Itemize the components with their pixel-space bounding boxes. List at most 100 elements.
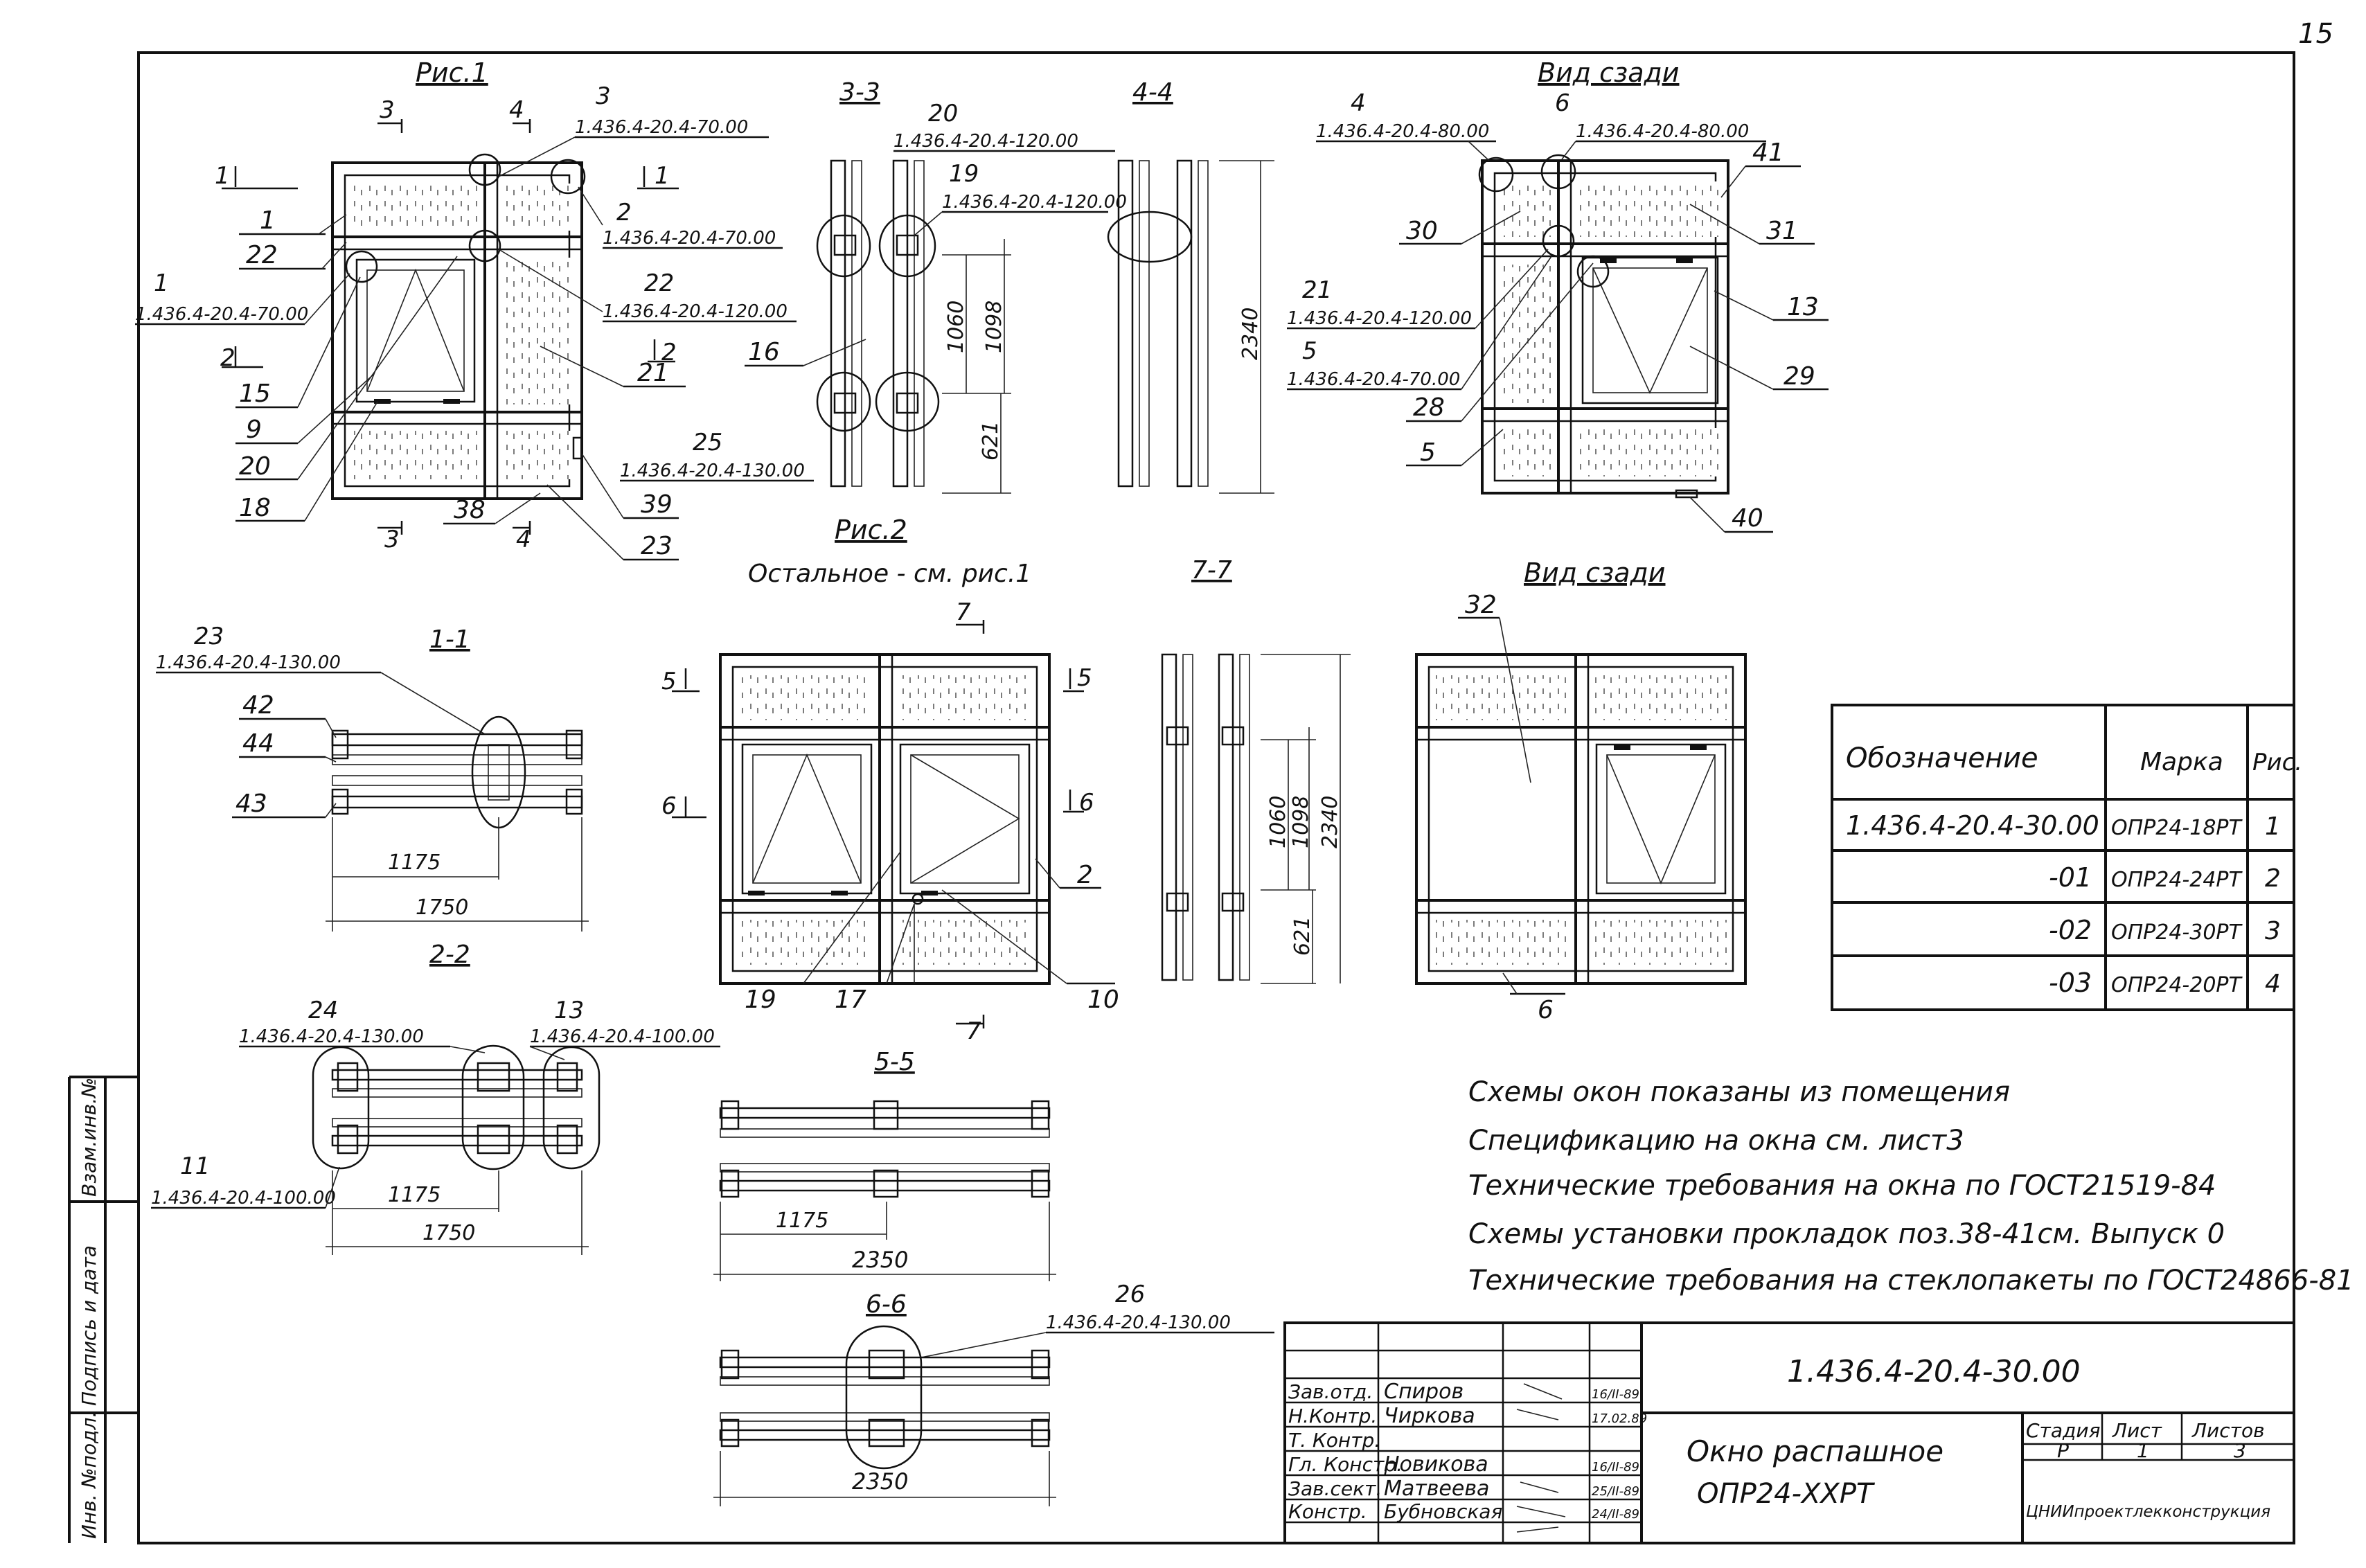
callout-1-code: 1.436.4-20.4-70.00: [135, 304, 308, 325]
table-row-4-code: -03: [2049, 968, 2092, 998]
callout-24-num: 24: [308, 997, 338, 1024]
figure-1: Рис.1: [331, 57, 586, 500]
pos-10: 10: [1087, 986, 1119, 1014]
callout-11-num: 11: [180, 1152, 210, 1180]
callout-13-code: 1.436.4-20.4-100.00: [530, 1026, 715, 1047]
back-view-1-labels: 4 1.436.4-20.4-80.00 6 1.436.4-20.4-80.0…: [1287, 89, 1829, 533]
note-3: Технические требования на окна по ГОСТ21…: [1468, 1170, 2216, 1202]
back-view-2: Вид сзади 32 6: [1415, 558, 1747, 1024]
cut-mark-7-top: 7: [956, 598, 971, 626]
callout-21-code: 1.436.4-20.4-120.00: [1287, 308, 1472, 329]
cut-mark-3-bottom: 3: [384, 526, 400, 553]
cut-mark-7-bottom: 7: [966, 1017, 981, 1045]
dim-1175-s55: 1175: [776, 1209, 828, 1233]
sheet-header: Лист: [2112, 1419, 2162, 1442]
pos-28: 28: [1413, 393, 1445, 422]
pos-32: 32: [1465, 591, 1497, 619]
dim-1750-s11: 1750: [416, 896, 468, 920]
sig-role-6: Констр.: [1288, 1500, 1367, 1523]
pos-43: 43: [235, 790, 267, 818]
note-2: Спецификацию на окна см. лист3: [1468, 1125, 1964, 1157]
sig-date-1: 16/II-89: [1592, 1387, 1639, 1402]
sheets-header: Листов: [2191, 1419, 2265, 1442]
sig-name-2: Чиркова: [1384, 1404, 1475, 1428]
pos-22-left: 22: [246, 241, 278, 269]
table-row-4-mark: ОПР24-20РТ: [2111, 973, 2243, 997]
back-view-1: Вид сзади: [1478, 57, 1729, 499]
sig-name-4: Новикова: [1384, 1452, 1488, 1477]
callout-6-num: 6: [1555, 89, 1570, 117]
dim-1175-s11: 1175: [388, 850, 441, 875]
section-6-6: 6-6 26 1.436.4-20.4-130.00 2350: [713, 1281, 1274, 1506]
callout-6-code: 1.436.4-20.4-80.00: [1576, 121, 1749, 142]
callout-3-code: 1.436.4-20.4-70.00: [575, 117, 748, 138]
table-row-3-mark: ОПР24-30РТ: [2111, 920, 2243, 945]
table-row-1-code: 1.436.4-20.4-30.00: [1846, 810, 2099, 841]
figure-2: Рис.2 Остальное - см. рис.1 7 5 5 6 6: [661, 515, 1119, 1045]
table-header-mark: Марка: [2140, 748, 2223, 776]
cut-mark-5-left: 5: [661, 668, 677, 695]
margin-signature-date: Подпись и дата: [78, 1245, 100, 1406]
sig-role-4: Гл. Констр.: [1288, 1453, 1403, 1476]
section-3-3: 3-3 20 1.436.4-20.4-120.00 19 1.436.4-20…: [745, 78, 1127, 494]
callout-22-num: 22: [644, 269, 674, 297]
callout-24-code: 1.436.4-20.4-130.00: [239, 1026, 424, 1047]
sheets-value: 3: [2234, 1439, 2246, 1462]
note-4: Схемы установки прокладок поз.38-41см. В…: [1468, 1218, 2225, 1250]
cut-mark-2-right: 2: [661, 339, 677, 366]
dim-2350-s55: 2350: [852, 1247, 908, 1273]
callout-5-num: 5: [1302, 337, 1317, 365]
callout-25-code: 1.436.4-20.4-130.00: [620, 461, 805, 481]
table-row-1-mark: ОПР24-18РТ: [2111, 816, 2243, 840]
cut-mark-1-left: 1: [215, 162, 230, 190]
callout-3-num: 3: [596, 82, 611, 110]
section-1-1: 1-1 23 1.436.4-20.4-130.00 42 44 43 1175…: [156, 623, 589, 932]
dim-621-s77: 621: [1290, 916, 1315, 956]
cut-mark-2-left: 2: [220, 344, 235, 372]
cut-mark-1-right: 1: [655, 162, 670, 190]
sig-name-5: Матвеева: [1384, 1477, 1489, 1501]
pos-5: 5: [1420, 438, 1436, 467]
table-row-3-fig: 3: [2265, 917, 2281, 945]
callout-13-num: 13: [554, 997, 584, 1024]
back-view-1-title: Вид сзади: [1538, 57, 1679, 88]
pos-2-fig2: 2: [1077, 861, 1093, 889]
section-7-7-title: 7-7: [1191, 556, 1232, 585]
cut-mark-4-bottom: 4: [516, 526, 531, 553]
callout-2-code: 1.436.4-20.4-70.00: [603, 228, 776, 249]
sig-date-2: 17.02.89: [1592, 1411, 1647, 1426]
table-header-designation: Обозначение: [1846, 742, 2038, 774]
stage-header: Стадия: [2026, 1419, 2100, 1442]
pos-9: 9: [246, 416, 262, 444]
sheet-value: 1: [2137, 1439, 2149, 1462]
dim-1060-s33: 1060: [944, 301, 968, 353]
callout-20-num: 20: [928, 100, 958, 127]
sig-date-4: 16/II-89: [1592, 1460, 1639, 1475]
table-row-4-fig: 4: [2265, 970, 2281, 998]
margin-inv-no: Инв. №подл.: [78, 1411, 100, 1539]
cut-mark-4-top: 4: [509, 96, 524, 124]
left-margin-strip: Инв. №подл. Подпись и дата Взам.инв.№: [68, 1076, 139, 1543]
dim-2340-s44: 2340: [1238, 308, 1263, 360]
table-row-1-fig: 1: [2265, 812, 2281, 841]
section-3-3-title: 3-3: [839, 78, 880, 107]
sig-name-6: Бубновская: [1384, 1500, 1502, 1523]
callout-21-num: 21: [1302, 276, 1332, 304]
section-1-1-title: 1-1: [429, 625, 470, 654]
dim-1060-s77: 1060: [1266, 796, 1290, 848]
section-4-4-title: 4-4: [1132, 78, 1173, 107]
pos-18: 18: [239, 494, 271, 522]
cut-mark-6-right: 6: [1079, 789, 1094, 817]
section-7-7: 7-7 1060 1098 2340 621: [1161, 556, 1351, 984]
pos-31: 31: [1766, 217, 1798, 245]
table-row-2-code: -01: [2049, 862, 2092, 893]
figure-2-note: Остальное - см. рис.1: [748, 560, 1031, 588]
callout-2-num: 2: [616, 199, 632, 226]
page-number: 15: [2298, 18, 2333, 50]
figure-2-title: Рис.2: [835, 515, 907, 545]
dim-1098-s33: 1098: [982, 301, 1006, 353]
note-5: Технические требования на стеклопакеты п…: [1468, 1265, 2354, 1297]
pos-23-fig1: 23: [641, 532, 673, 560]
pos-41: 41: [1752, 139, 1784, 167]
